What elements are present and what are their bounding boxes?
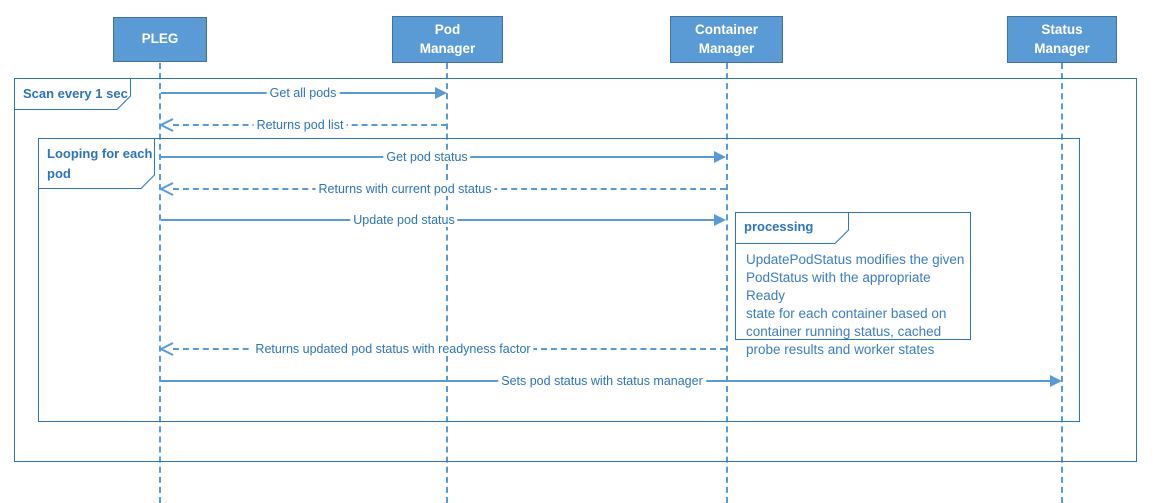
frame-scan-label: Scan every 1 sec — [23, 86, 128, 101]
message-get-pod-status: Get pod status — [161, 150, 726, 164]
frame-label-looping: Looping for each pod — [38, 138, 156, 195]
note-label-pentagon — [735, 212, 849, 244]
message-returns-updated-pod-status: Returns updated pod status with readynes… — [159, 342, 726, 356]
arrowhead-open-icon — [159, 118, 174, 132]
lifeline-container-manager — [726, 63, 728, 503]
message-label: Update pod status — [350, 213, 458, 227]
frame-looping-for-each-pod — [38, 138, 1080, 422]
lifeline-pod-manager — [446, 63, 448, 503]
actor-container-manager-label: Container Manager — [694, 21, 758, 56]
actor-pleg: PLEG — [113, 17, 207, 62]
actor-container-manager: Container Manager — [670, 16, 783, 63]
frame-scan-every-1-sec — [14, 78, 1137, 462]
message-label: Returns with current pod status — [315, 182, 495, 196]
message-label: Get pod status — [383, 150, 471, 164]
actor-status-manager-label: Status Manager — [1034, 21, 1090, 56]
actor-pod-manager: Pod Manager — [392, 16, 503, 63]
message-sets-pod-status: Sets pod status with status manager — [161, 374, 1062, 388]
note-body: UpdatePodStatus modifies the given PodSt… — [746, 252, 965, 357]
arrowhead-filled-icon — [435, 87, 447, 99]
frame-looping-label: Looping for each pod — [47, 146, 153, 182]
lifeline-status-manager — [1061, 63, 1063, 503]
note-title: processing — [744, 219, 814, 234]
arrowhead-open-icon — [159, 342, 174, 356]
frame-label-pentagon — [14, 78, 131, 110]
message-label: Returns pod list — [253, 118, 347, 132]
note-processing: processing UpdatePodStatus modifies the … — [735, 212, 971, 357]
message-update-pod-status: Update pod status — [161, 213, 726, 227]
frame-label-scan: Scan every 1 sec — [14, 78, 132, 116]
frame-label-pentagon — [38, 138, 155, 189]
actor-pleg-label: PLEG — [141, 31, 179, 47]
lifeline-pleg — [159, 63, 161, 503]
message-label: Sets pod status with status manager — [498, 374, 706, 388]
message-returns-current-pod-status: Returns with current pod status — [159, 182, 726, 196]
message-returns-pod-list: Returns pod list — [159, 118, 447, 132]
arrowhead-open-icon — [159, 182, 174, 196]
message-label: Returns updated pod status with readynes… — [252, 342, 534, 356]
actor-pod-manager-label: Pod Manager — [419, 21, 476, 56]
arrowhead-filled-icon — [1050, 375, 1062, 387]
actor-status-manager: Status Manager — [1007, 16, 1117, 63]
message-label: Get all pods — [266, 86, 340, 100]
message-get-all-pods: Get all pods — [161, 86, 447, 100]
arrowhead-filled-icon — [714, 214, 726, 226]
arrowhead-filled-icon — [714, 151, 726, 163]
